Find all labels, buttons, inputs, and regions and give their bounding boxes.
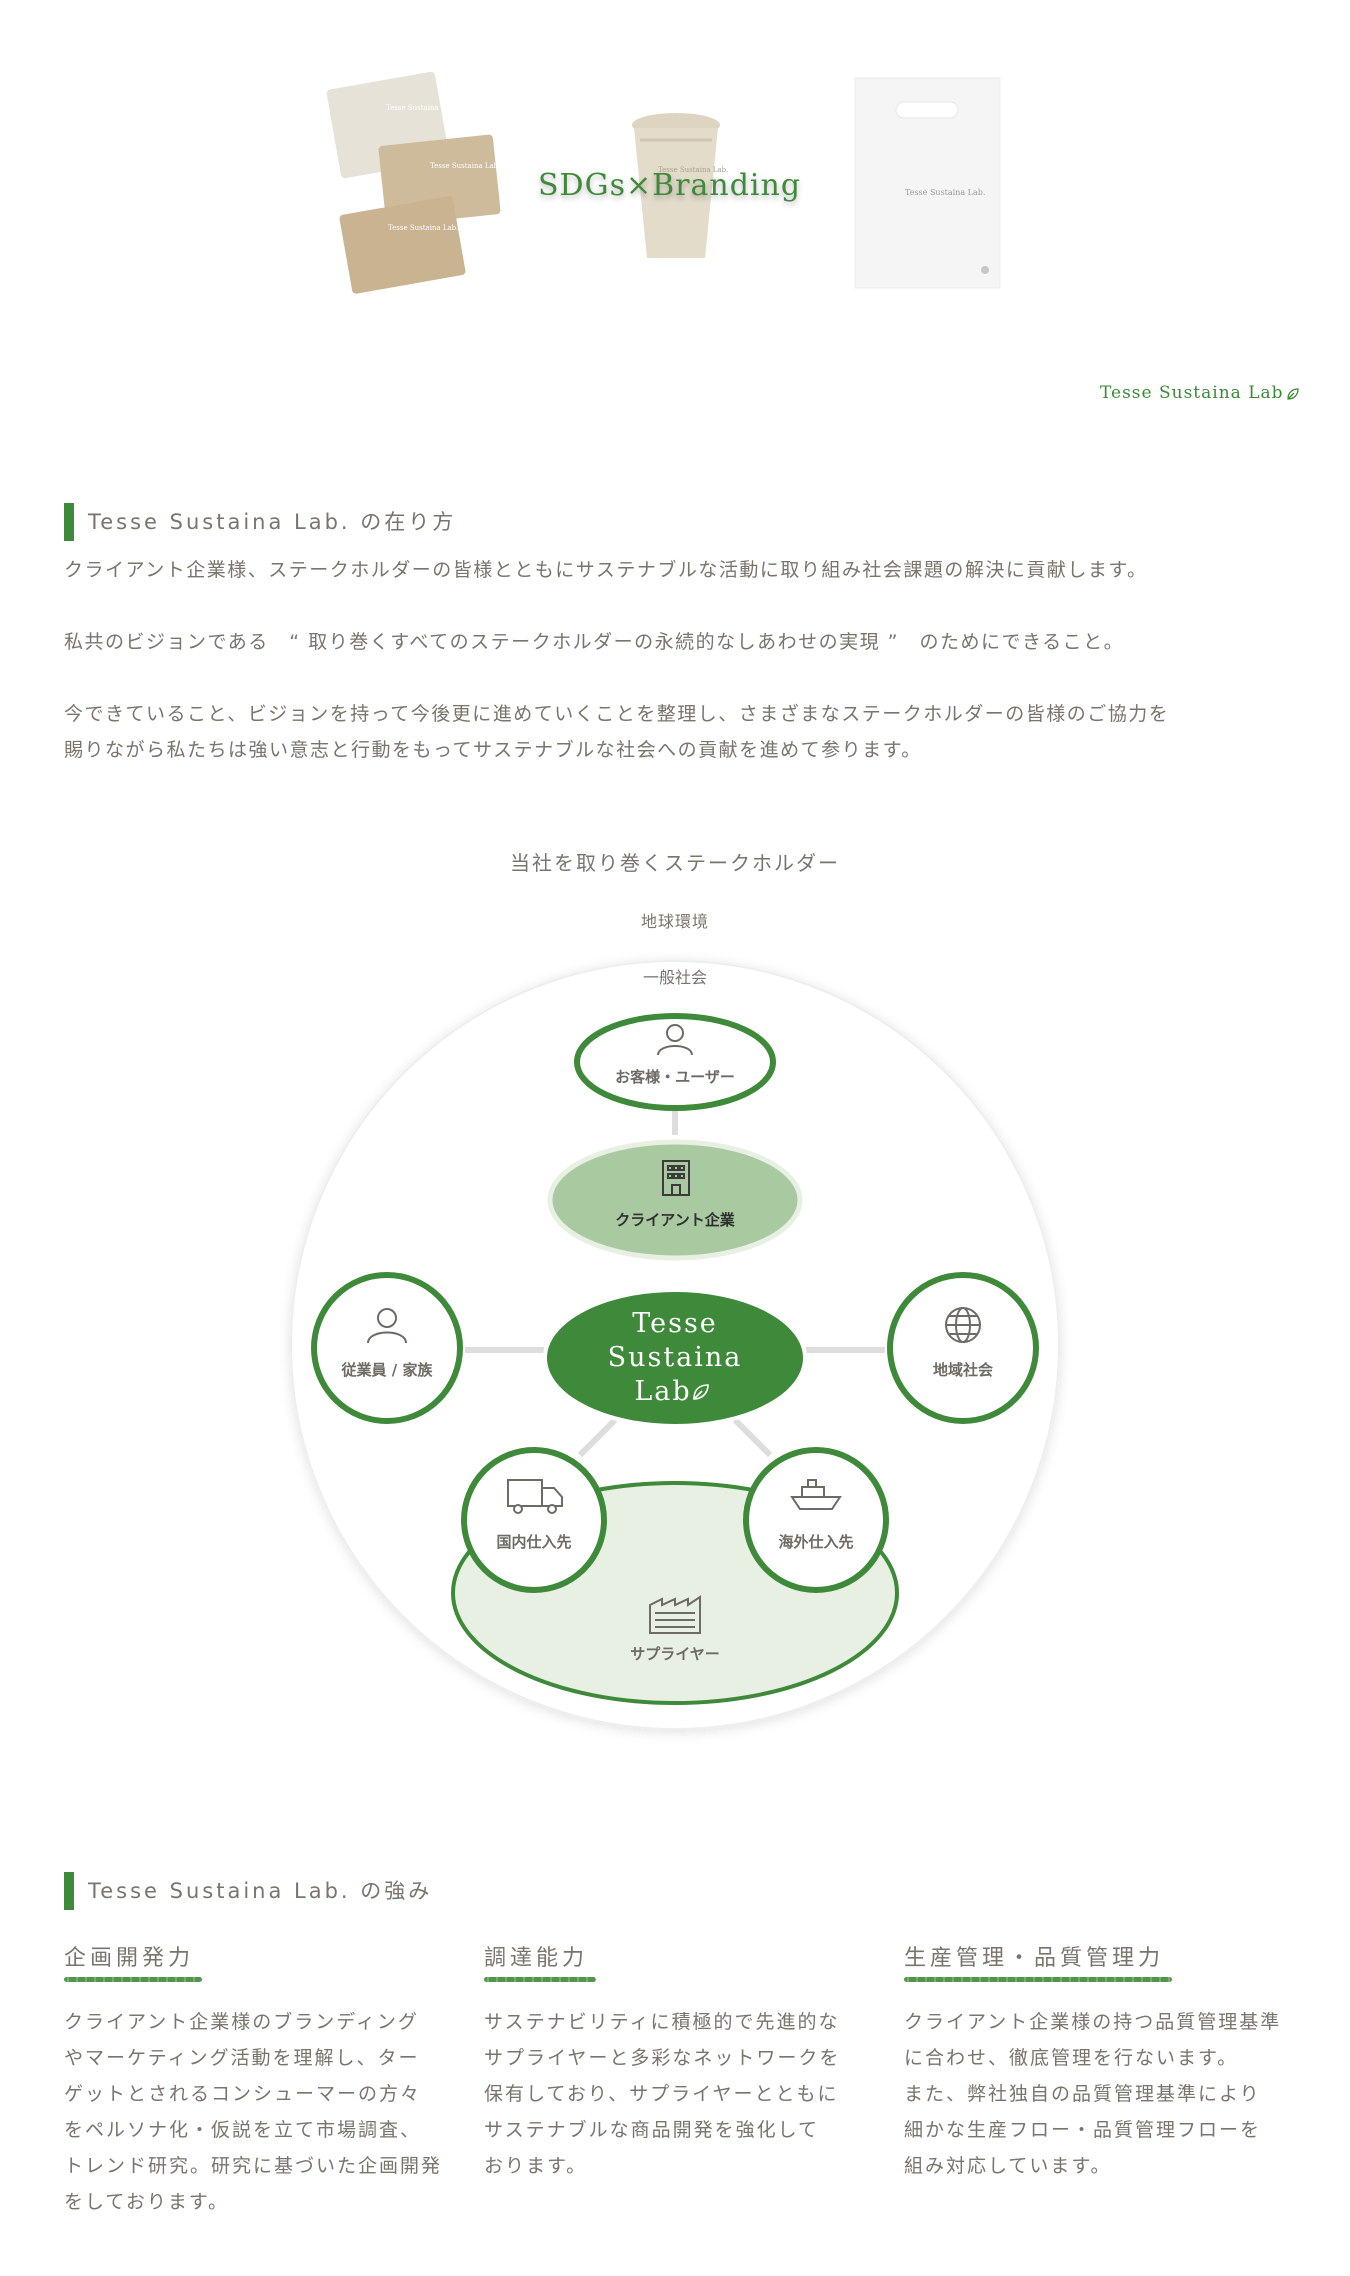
node-overseas-supplier: 海外仕入先 xyxy=(743,1447,889,1593)
truck-icon xyxy=(507,1479,563,1514)
supplier-label: サプライヤー xyxy=(630,1645,720,1663)
mission-paragraph-1: クライアント企業様、ステークホルダーの皆様とともにサステナブルな活動に取り組み社… xyxy=(64,559,1148,581)
svg-text:Tesse Sustaina Lab.: Tesse Sustaina Lab. xyxy=(905,188,985,197)
building-icon xyxy=(662,1160,690,1196)
shopping-bag-image: Tesse Sustaina Lab. xyxy=(854,77,1001,289)
node-customer: お客様・ユーザー xyxy=(574,1013,776,1111)
svg-text:Tesse Sustaina Lab.: Tesse Sustaina Lab. xyxy=(388,224,458,232)
pouch-image: Tesse Sustaina Lab. Tesse Sustaina Lab. … xyxy=(326,71,501,294)
strength-column-planning: 企画開発力 クライアント企業様のブランディング やマーケティング活動を理解し、タ… xyxy=(64,1940,444,2220)
node-employees: 従業員 / 家族 xyxy=(311,1272,463,1424)
svg-text:従業員 / 家族: 従業員 / 家族 xyxy=(341,1361,434,1379)
stakeholder-diagram: 一般社会 お客様・ユーザー クライアント企業 xyxy=(290,960,1060,1730)
brand-signature: Tesse Sustaina Lab xyxy=(1100,383,1300,403)
brand-signature-text: Tesse Sustaina Lab xyxy=(1100,383,1284,403)
strength-line: 細かな生産フロー・品質管理フローを xyxy=(904,2119,1262,2141)
mission-paragraph-3b: 賜りながら私たちは強い意志と行動をもってサステナブルな社会への貢献を進めて参りま… xyxy=(64,739,922,761)
strength-title-quality: 生産管理・品質管理力 xyxy=(904,1940,1173,1982)
svg-text:Lab: Lab xyxy=(634,1376,691,1407)
strength-body-procurement: サステナビリティに積極的で先進的な サプライヤーと多彩なネットワークを 保有して… xyxy=(484,2004,864,2184)
strength-line: 組み対応しています。 xyxy=(904,2155,1112,2177)
strength-title-planning: 企画開発力 xyxy=(64,1940,203,1982)
node-community: 地域社会 xyxy=(887,1272,1039,1424)
label-earth-environment: 地球環境 xyxy=(640,912,709,931)
svg-text:海外仕入先: 海外仕入先 xyxy=(778,1533,853,1551)
hero-product-images: Tesse Sustaina Lab. Tesse Sustaina Lab. … xyxy=(326,71,1001,294)
svg-text:Tesse: Tesse xyxy=(632,1308,718,1339)
strength-column-procurement: 調達能力 サステナビリティに積極的で先進的な サプライヤーと多彩なネットワークを… xyxy=(484,1940,864,2184)
strength-line: をペルソナ化・仮説を立て市場調査、 xyxy=(64,2119,422,2141)
svg-text:Tesse Sustaina Lab.: Tesse Sustaina Lab. xyxy=(658,166,728,174)
strength-line: をしております。 xyxy=(64,2191,229,2213)
node-center-company: Tesse Sustaina Lab xyxy=(543,1288,807,1428)
strength-body-planning: クライアント企業様のブランディング やマーケティング活動を理解し、ター ゲットと… xyxy=(64,2004,444,2220)
svg-text:国内仕入先: 国内仕入先 xyxy=(496,1533,571,1551)
node-domestic-supplier: 国内仕入先 xyxy=(461,1447,607,1593)
diagram-title: 当社を取り巻くステークホルダー xyxy=(510,851,840,875)
mission-paragraph-2: 私共のビジョンである “ 取り巻くすべてのステークホルダーの永続的なしあわせの実… xyxy=(64,631,1125,653)
hero-banner: Tesse Sustaina Lab. Tesse Sustaina Lab. … xyxy=(0,0,1350,330)
section-heading-strengths: Tesse Sustaina Lab. の強み xyxy=(64,1872,432,1910)
section-heading-mission: Tesse Sustaina Lab. の在り方 xyxy=(64,503,456,541)
svg-text:お客様・ユーザー: お客様・ユーザー xyxy=(615,1068,735,1086)
strength-line: また、弊社独自の品質管理基準により xyxy=(904,2083,1261,2105)
strength-line: サステナブルな商品開発を強化して xyxy=(484,2119,820,2141)
mission-paragraph-3a: 今できていること、ビジョンを持って今後更に進めていくことを整理し、さまざまなステ… xyxy=(64,703,1170,725)
person-icon xyxy=(657,1024,693,1056)
node-client: クライアント企業 xyxy=(547,1139,803,1261)
strength-line: クライアント企業様のブランディング xyxy=(64,2011,419,2033)
strength-line: クライアント企業様の持つ品質管理基準 xyxy=(904,2011,1282,2033)
svg-text:クライアント企業: クライアント企業 xyxy=(615,1211,735,1229)
leaf-icon xyxy=(1286,387,1299,400)
strength-body-quality: クライアント企業様の持つ品質管理基準 に合わせ、徹底管理を行ないます。 また、弊… xyxy=(904,2004,1304,2184)
globe-icon xyxy=(945,1307,981,1343)
svg-text:Tesse Sustaina Lab.: Tesse Sustaina Lab. xyxy=(386,104,456,112)
strength-line: サプライヤーと多彩なネットワークを xyxy=(484,2047,841,2069)
strength-column-quality: 生産管理・品質管理力 クライアント企業様の持つ品質管理基準 に合わせ、徹底管理を… xyxy=(904,1940,1304,2184)
strength-line: トレンド研究。研究に基づいた企画開発 xyxy=(64,2155,443,2177)
mission-text: クライアント企業様、ステークホルダーの皆様とともにサステナブルな活動に取り組み社… xyxy=(64,552,1294,768)
strength-line: ゲットとされるコンシューマーの方々 xyxy=(64,2083,422,2105)
strength-title-procurement: 調達能力 xyxy=(484,1940,597,1982)
svg-text:Tesse Sustaina Lab.: Tesse Sustaina Lab. xyxy=(430,162,500,170)
strength-line: やマーケティング活動を理解し、ター xyxy=(64,2047,420,2069)
leaf-icon xyxy=(693,1384,709,1400)
cup-image: Tesse Sustaina Lab. xyxy=(632,113,728,258)
svg-text:Sustaina: Sustaina xyxy=(608,1342,743,1373)
hero-title: SDGs×Branding xyxy=(538,168,802,203)
label-general-society: 一般社会 xyxy=(643,968,707,987)
strength-line: 保有しており、サプライヤーとともに xyxy=(484,2083,839,2105)
strength-line: サステナビリティに積極的で先進的な xyxy=(484,2011,840,2033)
person-icon xyxy=(367,1308,407,1344)
strength-line: に合わせ、徹底管理を行ないます。 xyxy=(904,2047,1239,2069)
ship-icon xyxy=(790,1479,842,1510)
svg-text:地域社会: 地域社会 xyxy=(933,1361,993,1379)
factory-icon xyxy=(649,1595,701,1634)
strength-line: おります。 xyxy=(484,2155,588,2177)
